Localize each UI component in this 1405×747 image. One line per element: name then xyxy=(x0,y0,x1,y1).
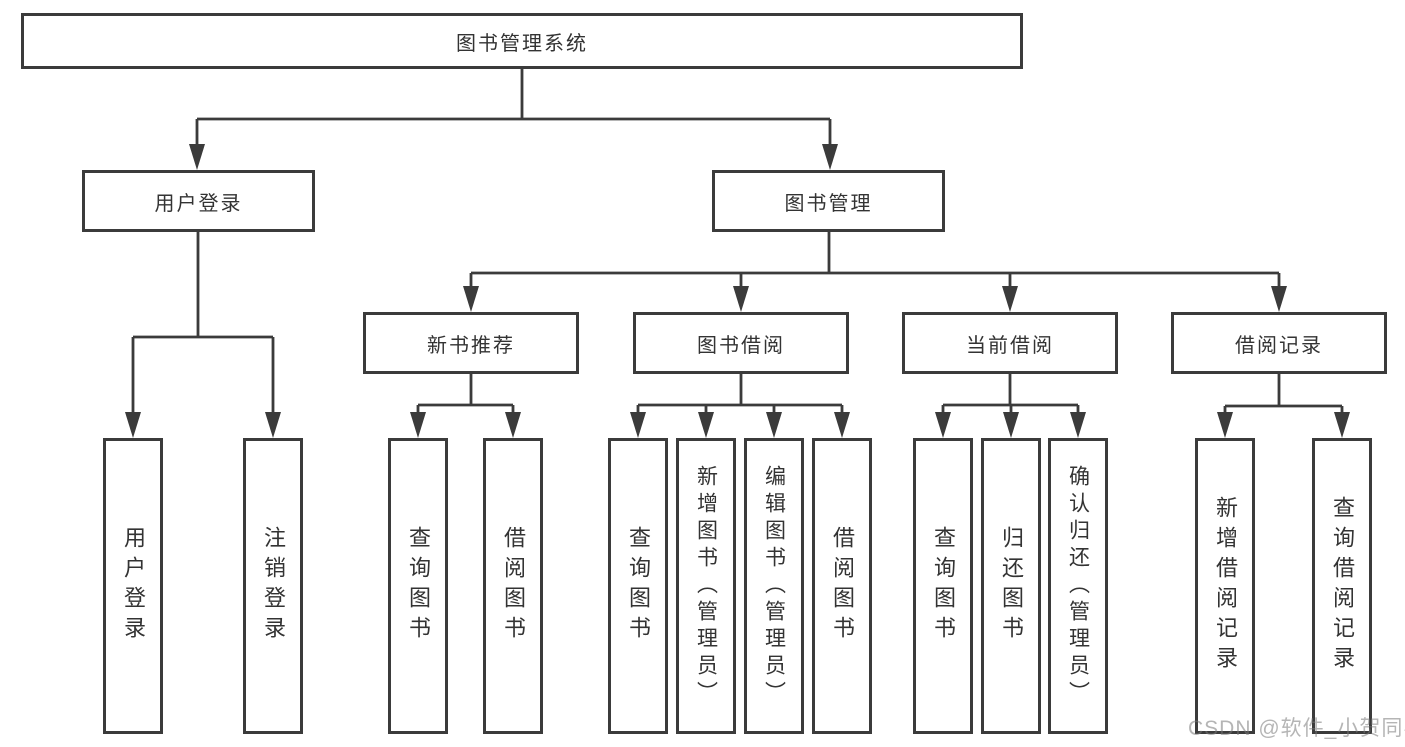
node-library-system-label: 图书管理系统 xyxy=(456,32,588,55)
leaf-query-books-current-label: 查询图书 xyxy=(931,526,956,646)
leaf-query-books-borrowing-label: 查询图书 xyxy=(626,526,651,646)
node-current-borrowing: 当前借阅 xyxy=(902,312,1118,374)
leaf-query-borrow-record: 查询借阅记录 xyxy=(1312,438,1372,734)
leaf-add-borrow-record: 新增借阅记录 xyxy=(1195,438,1255,734)
leaf-query-books-borrowing: 查询图书 xyxy=(608,438,668,734)
leaf-query-borrow-record-label: 查询借阅记录 xyxy=(1330,496,1355,676)
node-library-system: 图书管理系统 xyxy=(21,13,1023,69)
node-book-borrowing: 图书借阅 xyxy=(633,312,849,374)
node-user-login-branch-label: 用户登录 xyxy=(154,192,243,215)
leaf-query-books-current: 查询图书 xyxy=(913,438,973,734)
node-book-borrowing-label: 图书借阅 xyxy=(697,334,785,357)
leaf-borrow-books-newbooks-label: 借阅图书 xyxy=(501,526,526,646)
leaf-query-books-newbooks: 查询图书 xyxy=(388,438,448,734)
leaf-query-books-newbooks-label: 查询图书 xyxy=(406,526,431,646)
leaf-logout-label: 注销登录 xyxy=(261,526,286,646)
node-borrow-records-label: 借阅记录 xyxy=(1235,334,1323,357)
node-new-book-recommend-label: 新书推荐 xyxy=(427,334,515,357)
node-borrow-records: 借阅记录 xyxy=(1171,312,1387,374)
node-user-login-branch: 用户登录 xyxy=(82,170,315,232)
node-book-management: 图书管理 xyxy=(712,170,945,232)
leaf-borrow-books-newbooks: 借阅图书 xyxy=(483,438,543,734)
leaf-confirm-return-admin: 确认归还（管理员） xyxy=(1048,438,1108,734)
leaf-user-login-label: 用户登录 xyxy=(121,526,146,646)
csdn-watermark: CSDN @软件_小贺同学 xyxy=(1188,717,1405,740)
leaf-return-book-label: 归还图书 xyxy=(999,526,1024,646)
leaf-return-book: 归还图书 xyxy=(981,438,1041,734)
leaf-edit-book-admin: 编辑图书（管理员） xyxy=(744,438,804,734)
leaf-edit-book-admin-label: 编辑图书（管理员） xyxy=(762,464,786,708)
leaf-borrow-books-borrowing: 借阅图书 xyxy=(812,438,872,734)
connector-bookmgmt-to-level3 xyxy=(469,232,1281,290)
connector-login-to-leaves xyxy=(131,232,275,416)
leaf-confirm-return-admin-label: 确认归还（管理员） xyxy=(1066,464,1090,708)
leaf-add-borrow-record-label: 新增借阅记录 xyxy=(1213,496,1238,676)
node-book-management-label: 图书管理 xyxy=(784,192,873,215)
leaf-borrow-books-borrowing-label: 借阅图书 xyxy=(830,526,855,646)
leaf-add-book-admin-label: 新增图书（管理员） xyxy=(694,464,718,708)
leaf-logout: 注销登录 xyxy=(243,438,303,734)
leaf-add-book-admin: 新增图书（管理员） xyxy=(676,438,736,734)
connector-borrowrec-to-leaves xyxy=(1223,374,1344,416)
node-current-borrowing-label: 当前借阅 xyxy=(966,334,1054,357)
connector-root-to-level2 xyxy=(195,69,832,148)
connector-newbooks-to-leaves xyxy=(416,374,515,416)
connector-bookborrow-to-leaves xyxy=(636,374,844,416)
node-new-book-recommend: 新书推荐 xyxy=(363,312,579,374)
connector-curborrow-to-leaves xyxy=(941,374,1080,416)
leaf-user-login: 用户登录 xyxy=(103,438,163,734)
